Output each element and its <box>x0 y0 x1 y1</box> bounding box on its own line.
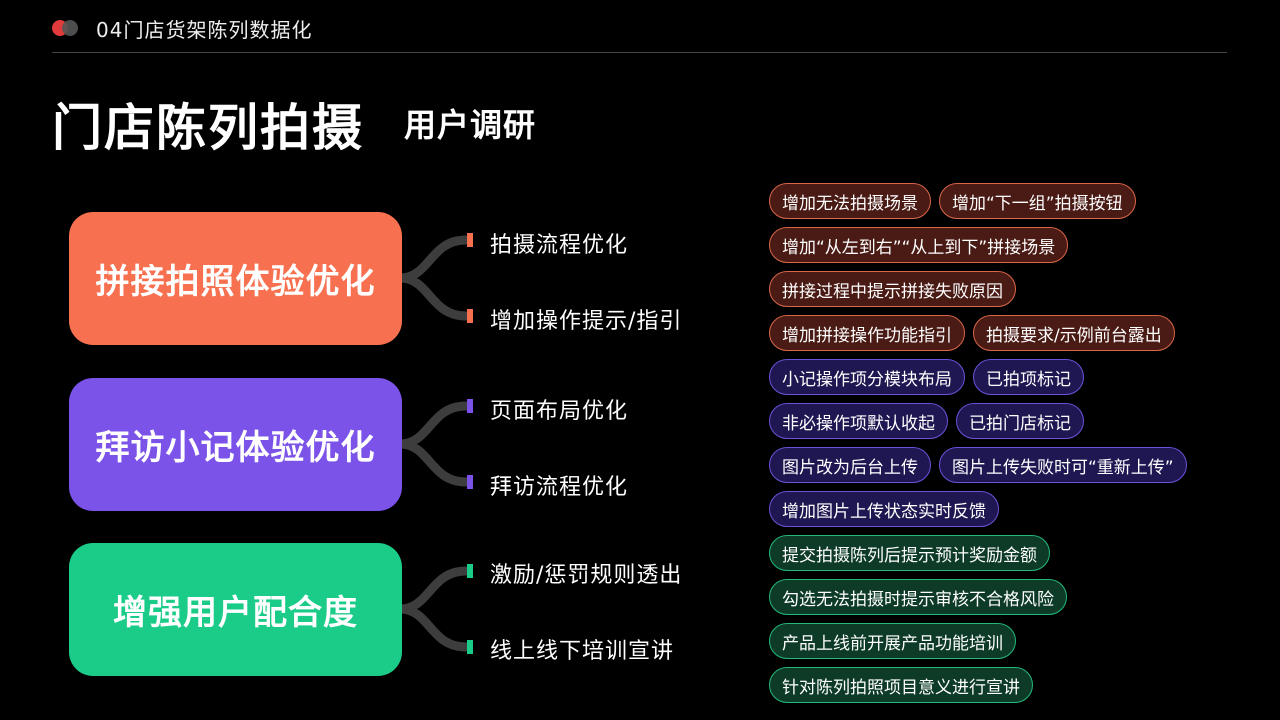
tag: 针对陈列拍照项目意义进行宣讲 <box>769 667 1033 703</box>
branch-marker <box>467 309 473 323</box>
block-visit-notes: 拜访小记体验优化 <box>69 378 402 511</box>
tag: 增加“从左到右”“从上到下”拼接场景 <box>769 227 1069 263</box>
tag-row: 增加图片上传状态实时反馈 <box>769 491 1259 527</box>
page-title: 门店陈列拍摄 <box>52 99 364 157</box>
tag: 非必操作项默认收起 <box>769 403 948 439</box>
block-user-cooperation: 增强用户配合度 <box>69 543 402 676</box>
tag-list: 增加无法拍摄场景 增加“下一组”拍摄按钮 增加“从左到右”“从上到下”拼接场景 … <box>769 183 1259 711</box>
tag-row: 勾选无法拍摄时提示审核不合格风险 <box>769 579 1259 615</box>
tag: 图片改为后台上传 <box>769 447 931 483</box>
tag: 提交拍摄陈列后提示预计奖励金额 <box>769 535 1050 571</box>
branch-marker <box>467 564 473 578</box>
tag-row: 小记操作项分模块布局 已拍项标记 <box>769 359 1259 395</box>
tag-row: 增加无法拍摄场景 增加“下一组”拍摄按钮 <box>769 183 1259 219</box>
tag: 图片上传失败时可“重新上传” <box>939 447 1187 483</box>
branch-item: 拜访流程优化 <box>490 475 629 500</box>
branch-item: 激励/惩罚规则透出 <box>490 563 683 588</box>
tag: 已拍门店标记 <box>956 403 1084 439</box>
branch-item: 增加操作提示/指引 <box>490 309 683 334</box>
tag-row: 拼接过程中提示拼接失败原因 <box>769 271 1259 307</box>
tag-row: 图片改为后台上传 图片上传失败时可“重新上传” <box>769 447 1259 483</box>
tag: 拍摄要求/示例前台露出 <box>973 315 1175 351</box>
page-subtitle: 用户调研 <box>404 106 537 144</box>
tag-row: 提交拍摄陈列后提示预计奖励金额 <box>769 535 1259 571</box>
branch-marker <box>467 475 473 489</box>
branch-item: 页面布局优化 <box>490 399 629 424</box>
gray-dot-icon <box>62 20 78 36</box>
branch-marker <box>467 640 473 654</box>
tag: 产品上线前开展产品功能培训 <box>769 623 1016 659</box>
tag-row: 增加“从左到右”“从上到下”拼接场景 <box>769 227 1259 263</box>
header-divider <box>52 52 1227 53</box>
tag-row: 针对陈列拍照项目意义进行宣讲 <box>769 667 1259 703</box>
branch-item: 线上线下培训宣讲 <box>490 639 675 664</box>
branch-marker <box>467 233 473 247</box>
block-stitch-photo: 拼接拍照体验优化 <box>69 212 402 345</box>
tag-row: 非必操作项默认收起 已拍门店标记 <box>769 403 1259 439</box>
section-title: 04门店货架陈列数据化 <box>96 18 313 42</box>
header-logo-dots <box>52 20 80 36</box>
tag: 增加拼接操作功能指引 <box>769 315 965 351</box>
tag: 已拍项标记 <box>973 359 1084 395</box>
tag: 增加“下一组”拍摄按钮 <box>939 183 1136 219</box>
branch-marker <box>467 399 473 413</box>
branch-item: 拍摄流程优化 <box>490 233 629 258</box>
tag-row: 产品上线前开展产品功能培训 <box>769 623 1259 659</box>
tag: 小记操作项分模块布局 <box>769 359 965 395</box>
tag-row: 增加拼接操作功能指引 拍摄要求/示例前台露出 <box>769 315 1259 351</box>
tag: 增加无法拍摄场景 <box>769 183 931 219</box>
tag: 勾选无法拍摄时提示审核不合格风险 <box>769 579 1067 615</box>
tag: 拼接过程中提示拼接失败原因 <box>769 271 1016 307</box>
tag: 增加图片上传状态实时反馈 <box>769 491 999 527</box>
